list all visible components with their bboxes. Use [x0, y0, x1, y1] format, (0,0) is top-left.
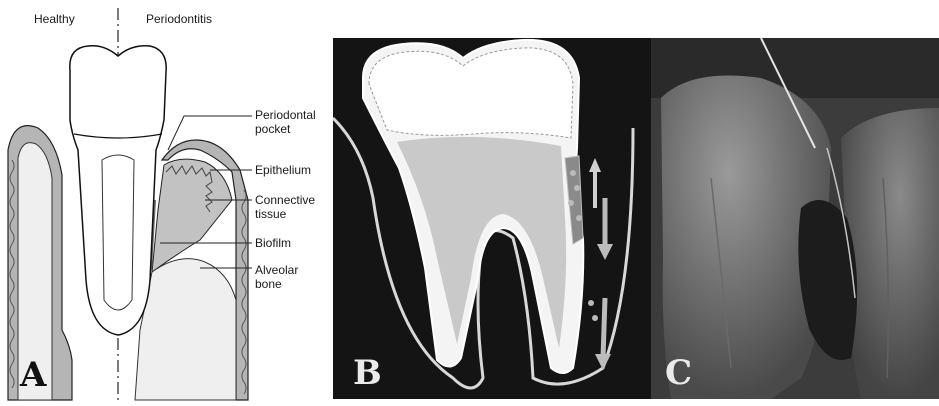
- callout-bone-line1: Alveolar: [255, 263, 298, 277]
- header-periodontitis: Periodontitis: [146, 12, 212, 26]
- arrow-down-shaft-2: [603, 298, 605, 358]
- arrow-down-head-2: [595, 354, 611, 370]
- connective-tissue: [152, 159, 232, 272]
- enamel: [369, 48, 573, 138]
- callout-epithelium: Epithelium: [255, 163, 311, 177]
- biofilm-cluster: [570, 170, 576, 176]
- header-healthy: Healthy: [34, 12, 75, 26]
- callout-pocket-line1: Periodontal: [255, 108, 316, 122]
- arrow-up-head: [589, 158, 601, 172]
- panel-b-illustration: B: [333, 38, 651, 399]
- panel-letter-c: C: [665, 356, 692, 390]
- callout-biofilm: Biofilm: [255, 236, 291, 250]
- panel-c-radiograph: [651, 38, 939, 399]
- biofilm-cluster: [588, 300, 594, 306]
- panel-b-tooth-drawing: [333, 38, 651, 399]
- panel-letter-b: B: [353, 356, 382, 390]
- callout-connective-line2: tissue: [255, 207, 286, 221]
- biofilm-cluster: [574, 185, 580, 191]
- panel-a-diagram: Healthy Periodontitis Periodontal pocket…: [0, 0, 330, 406]
- callout-connective-line1: Connective: [255, 193, 315, 207]
- callout-pocket-line2: pocket: [255, 122, 290, 136]
- arrow-down-head: [597, 244, 613, 260]
- xray-right-tooth: [841, 108, 939, 399]
- panel-letter-a: A: [20, 358, 46, 392]
- biofilm-cluster: [576, 215, 582, 221]
- biofilm-cluster: [592, 315, 598, 321]
- panel-c-xray: C: [651, 38, 939, 399]
- callout-bone-line2: bone: [255, 277, 282, 291]
- biofilm-cluster: [568, 200, 574, 206]
